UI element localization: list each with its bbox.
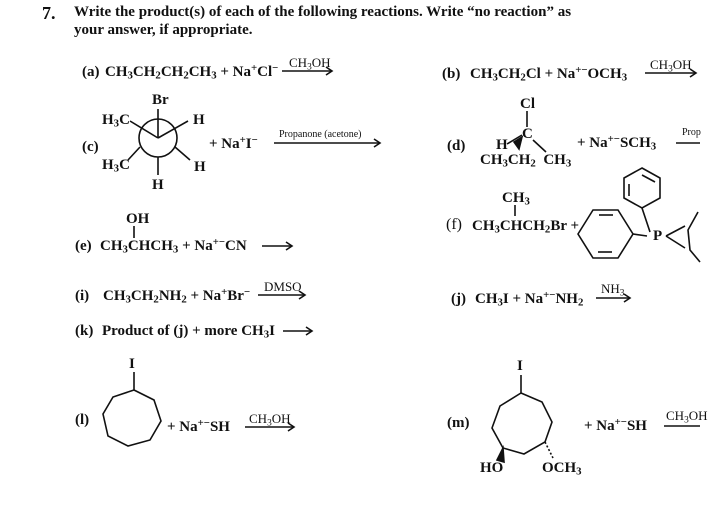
newman-h3c-top: H3C bbox=[102, 112, 130, 130]
nucleophile-d: + Na+−SCH3 bbox=[577, 133, 657, 153]
l-iodine: I bbox=[129, 356, 135, 372]
m-ho: HO bbox=[480, 460, 504, 476]
cycloheptane-l bbox=[102, 372, 162, 447]
d-h: H bbox=[496, 137, 508, 153]
equation-a: CH3CH2CH2CH3 + Na+Cl− bbox=[105, 62, 279, 82]
label-i: (i) bbox=[75, 288, 90, 304]
label-d: (d) bbox=[447, 138, 466, 154]
equation-i: CH3CH2NH2 + Na+Br− bbox=[103, 286, 251, 306]
m-och3: OCH3 bbox=[542, 460, 582, 478]
label-f: (f) bbox=[446, 216, 462, 233]
nucleophile-c: + Na+I− bbox=[209, 134, 258, 152]
reagent-a: CH3OH bbox=[289, 55, 331, 73]
label-c: (c) bbox=[82, 139, 99, 155]
reagent-j: NH3 bbox=[601, 281, 625, 299]
newman-h-bottom: H bbox=[152, 177, 164, 193]
m-iodine: I bbox=[517, 358, 523, 374]
f-phosphorus: P bbox=[653, 228, 663, 244]
equation-b: CH3CH2Cl + Na+−OCH3 bbox=[470, 64, 628, 84]
label-b: (b) bbox=[442, 66, 461, 82]
label-l: (l) bbox=[75, 412, 90, 428]
reagent-b: CH3OH bbox=[650, 57, 692, 75]
d-c: C bbox=[522, 126, 533, 142]
nucleophile-m: + Na+−SH bbox=[584, 416, 647, 434]
label-e: (e) bbox=[75, 238, 92, 254]
label-j: (j) bbox=[451, 291, 466, 307]
question-line-1: Write the product(s) of each of the foll… bbox=[74, 4, 572, 20]
reaction-arrow-c bbox=[274, 138, 382, 148]
label-m: (m) bbox=[447, 415, 470, 431]
newman-h3c-bottom: H3C bbox=[102, 157, 130, 175]
reaction-arrow-k bbox=[283, 326, 314, 336]
newman-h-top-right: H bbox=[193, 112, 205, 128]
reaction-arrow-e bbox=[262, 241, 294, 251]
equation-e: CH3CHCH3 + Na+−CN bbox=[100, 236, 247, 256]
reagent-c: Propanone (acetone) bbox=[279, 129, 362, 140]
f-ch3: CH3 bbox=[502, 190, 530, 208]
nucleophile-l: + Na+−SH bbox=[167, 417, 230, 435]
newman-projection bbox=[127, 109, 191, 175]
equation-j: CH3I + Na+−NH2 bbox=[475, 289, 584, 309]
reagent-l: CH3OH bbox=[249, 411, 291, 429]
text-k: Product of (j) + more CH3I bbox=[102, 323, 275, 341]
triphenylphosphine-fragment bbox=[577, 167, 701, 263]
question-number: 7. bbox=[42, 3, 56, 23]
newman-br: Br bbox=[152, 92, 169, 108]
equation-f: CH3CHCH2Br + bbox=[472, 218, 580, 236]
label-k: (k) bbox=[75, 323, 94, 339]
e-oh: OH bbox=[126, 211, 150, 227]
reagent-i: DMSO bbox=[264, 279, 302, 294]
reagent-m: CH3OH bbox=[666, 408, 708, 426]
newman-h-bottom-right: H bbox=[194, 159, 206, 175]
d-substituents: CH3CH2 CH3 bbox=[480, 152, 572, 170]
reagent-d: Prop bbox=[682, 127, 701, 138]
cycloheptane-m bbox=[491, 375, 554, 464]
question-line-2: your answer, if appropriate. bbox=[74, 22, 253, 38]
label-a: (a) bbox=[82, 64, 100, 80]
d-cl: Cl bbox=[520, 96, 535, 112]
